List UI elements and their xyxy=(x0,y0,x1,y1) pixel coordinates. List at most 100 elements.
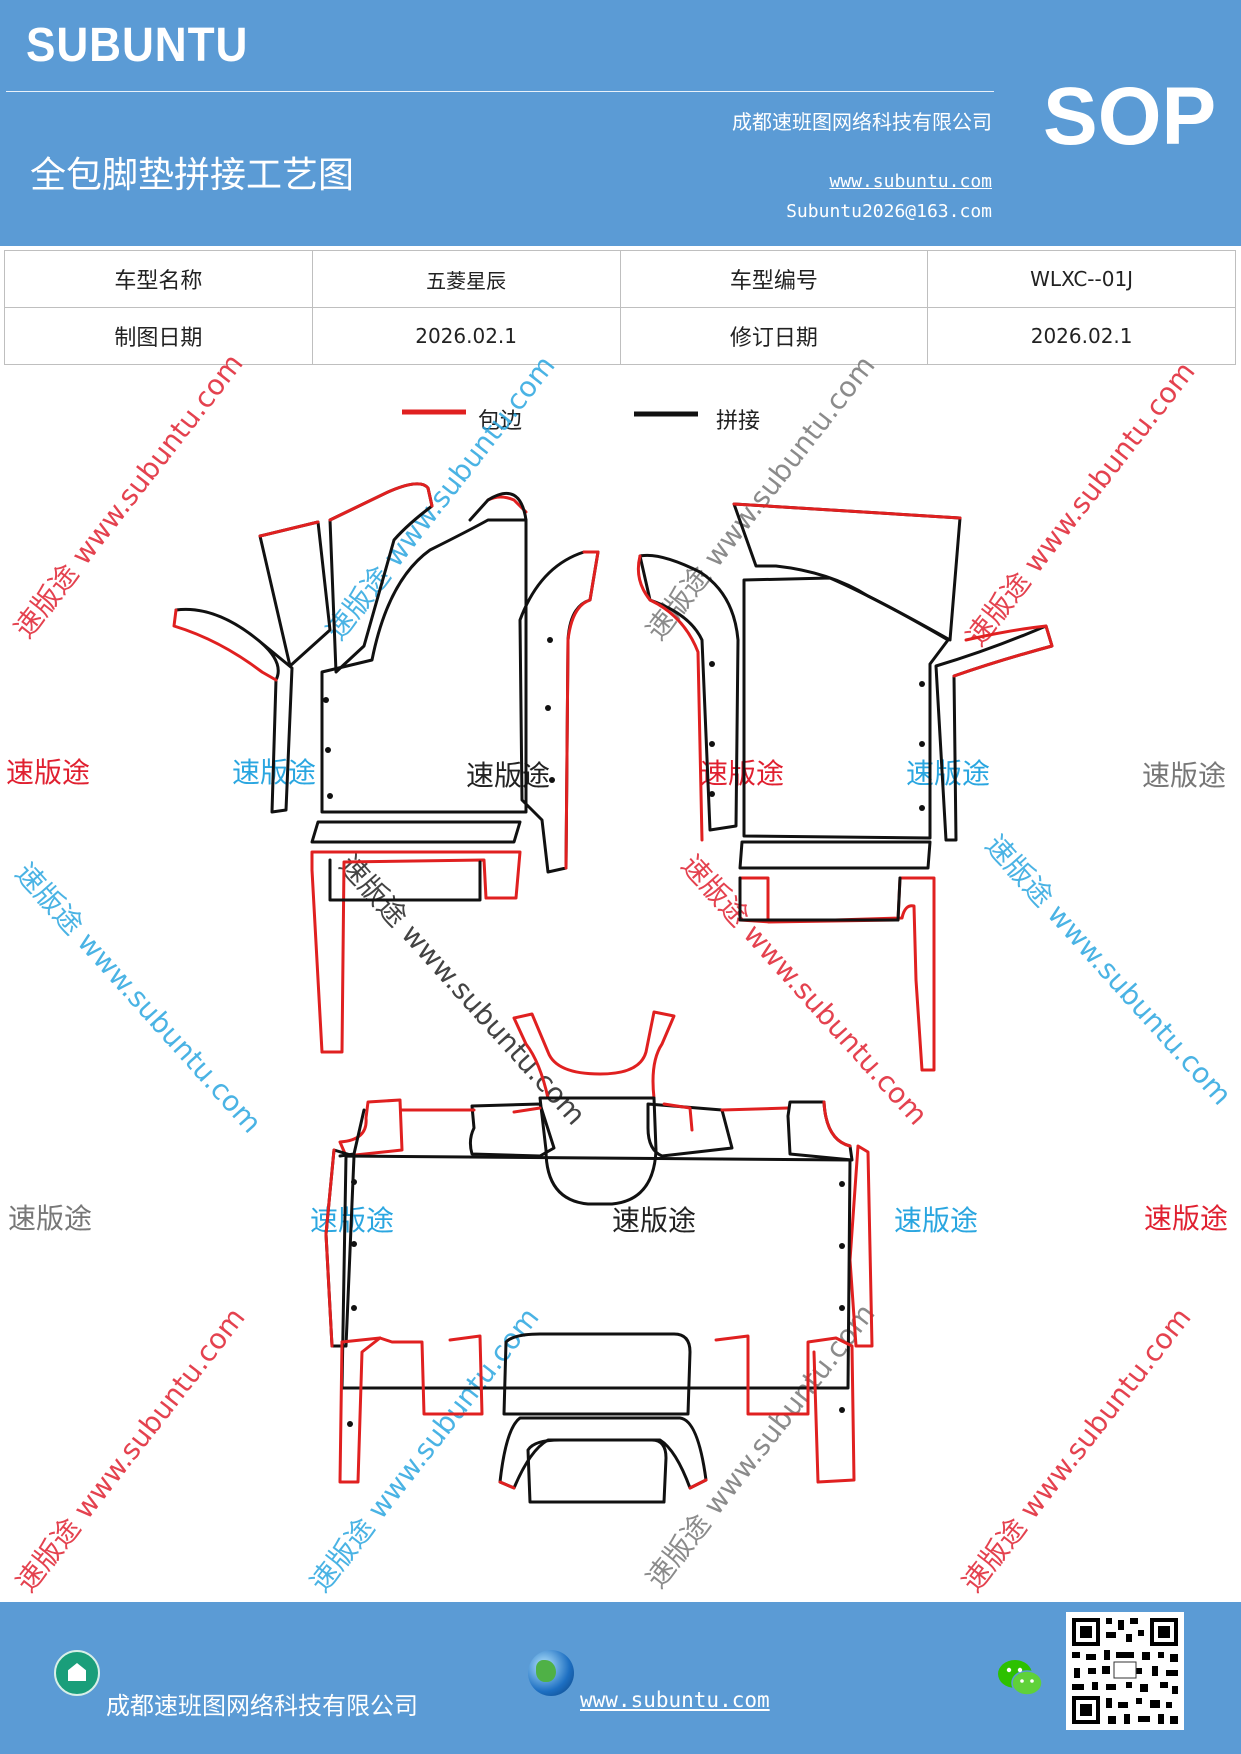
mat-piece xyxy=(646,1102,734,1158)
mat-piece xyxy=(512,1010,676,1100)
mat-piece xyxy=(526,1438,668,1504)
watermark-diagonal: 速版途 www.subuntu.com xyxy=(640,349,882,646)
mat-piece xyxy=(172,608,278,682)
legend-black-label: 拼接 xyxy=(716,409,760,434)
watermark-diagonal: 速版途 www.subuntu.com xyxy=(10,1301,252,1598)
watermark-diagonal: 速版途 www.subuntu.com xyxy=(8,347,250,644)
label-revise-date: 修订日期 xyxy=(619,307,929,365)
passenger-mat-group xyxy=(636,502,1054,1072)
table-row: 制图日期 2026.02.1 修订日期 2026.02.1 xyxy=(4,307,1236,365)
label-draw-date: 制图日期 xyxy=(4,307,313,365)
label-model-code: 车型编号 xyxy=(619,250,929,308)
floor-mat-diagram: 包边 拼接 速版途 www.subuntu.com 速版途 www.subunt… xyxy=(6,347,1239,1598)
mat-piece xyxy=(786,1100,854,1162)
watermark-word: 速版途 xyxy=(700,757,784,790)
mat-piece xyxy=(258,520,320,538)
fastener-dots xyxy=(323,637,925,1427)
fastener-dot xyxy=(327,793,333,799)
mat-piece xyxy=(328,482,434,522)
fastener-dot xyxy=(545,705,551,711)
value-model-name: 五菱星辰 xyxy=(311,250,621,308)
watermark-word: 速版途 xyxy=(612,1204,696,1237)
footer-website-link[interactable]: www.subuntu.com xyxy=(580,1688,770,1712)
watermark-word: 速版途 xyxy=(1144,1202,1228,1235)
mat-piece xyxy=(742,576,950,840)
fastener-dot xyxy=(351,1179,357,1185)
qr-code xyxy=(1066,1612,1184,1730)
fastener-dot xyxy=(919,805,925,811)
watermark-diagonal-layer: 速版途 www.subuntu.com 速版途 www.subuntu.com … xyxy=(8,347,1239,1598)
mat-piece xyxy=(258,520,332,668)
mat-piece xyxy=(822,1100,852,1148)
mat-piece xyxy=(952,624,1054,678)
mat-piece xyxy=(738,840,932,870)
mat-piece xyxy=(934,624,1054,842)
wechat-icon[interactable] xyxy=(996,1656,1044,1700)
fastener-dot xyxy=(839,1305,845,1311)
fastener-dot xyxy=(839,1243,845,1249)
mat-piece xyxy=(738,876,902,922)
fastener-dot xyxy=(325,747,331,753)
mat-piece xyxy=(732,502,962,642)
mat-piece xyxy=(324,1148,336,1348)
value-model-code: WLXC--01J xyxy=(927,250,1236,308)
mat-piece xyxy=(338,1098,404,1158)
fastener-dot xyxy=(919,741,925,747)
mat-pieces xyxy=(172,482,1054,1504)
mat-piece xyxy=(498,1478,708,1490)
fastener-dot xyxy=(709,741,715,747)
watermark-diagonal: 速版途 www.subuntu.com xyxy=(9,857,268,1140)
watermark-diagonal: 速版途 www.subuntu.com xyxy=(960,355,1202,652)
website-link[interactable]: www.subuntu.com xyxy=(829,171,992,192)
mat-piece xyxy=(564,550,600,870)
mat-piece xyxy=(732,502,962,520)
fastener-dot xyxy=(323,697,329,703)
watermark-diagonal: 速版途 www.subuntu.com xyxy=(979,829,1238,1112)
mat-piece xyxy=(498,1416,708,1490)
label-model-name: 车型名称 xyxy=(4,250,313,308)
watermark-word: 速版途 xyxy=(466,759,550,792)
home-icon[interactable] xyxy=(54,1650,100,1696)
mat-piece xyxy=(468,491,528,522)
mat-piece xyxy=(320,518,528,814)
fastener-dot xyxy=(347,1421,353,1427)
mat-piece xyxy=(848,1144,874,1348)
watermark-word: 速版途 xyxy=(906,757,990,790)
watermark-word: 速版途 xyxy=(6,756,90,789)
legend: 包边 拼接 xyxy=(402,409,760,434)
fastener-dot xyxy=(351,1305,357,1311)
mat-piece xyxy=(538,1096,658,1206)
watermark-diagonal: 速版途 www.subuntu.com xyxy=(333,849,592,1132)
footer-company-name: 成都速班图网络科技有限公司 xyxy=(106,1692,418,1720)
mat-piece xyxy=(340,1334,484,1416)
mat-piece xyxy=(662,1102,790,1132)
rear-mat-group xyxy=(324,1010,874,1504)
mat-piece xyxy=(400,1106,542,1114)
watermark-word-layer: 速版途 速版途 速版途 速版途 速版途 速版途 速版途 速版途 速版途 速版途 … xyxy=(6,756,1228,1237)
watermark-diagonal: 速版途 www.subuntu.com xyxy=(675,849,934,1132)
value-draw-date: 2026.02.1 xyxy=(311,307,621,365)
fastener-dot xyxy=(709,791,715,797)
mat-piece xyxy=(636,554,704,842)
legend-red-label: 包边 xyxy=(478,409,522,434)
mat-piece xyxy=(338,1336,382,1484)
fastener-dot xyxy=(351,1241,357,1247)
driver-mat-group xyxy=(172,482,600,1054)
fastener-dot xyxy=(709,661,715,667)
globe-icon[interactable] xyxy=(528,1650,574,1696)
watermark-word: 速版途 xyxy=(894,1204,978,1237)
watermark-diagonal: 速版途 www.subuntu.com xyxy=(956,1301,1198,1598)
fastener-dot xyxy=(839,1407,845,1413)
value-revise-date: 2026.02.1 xyxy=(927,307,1236,365)
mat-piece xyxy=(328,858,482,902)
mat-piece xyxy=(310,820,522,844)
mat-piece xyxy=(714,1334,856,1484)
table-row: 车型名称 五菱星辰 车型编号 WLXC--01J xyxy=(4,250,1236,308)
watermark-word: 速版途 xyxy=(8,1202,92,1235)
mat-piece xyxy=(502,1332,692,1416)
document-title: 全包脚垫拼接工艺图 xyxy=(30,155,355,196)
fastener-dot xyxy=(547,637,553,643)
mat-piece xyxy=(310,850,522,1054)
footer-bar: 成都速班图网络科技有限公司 www.subuntu.com xyxy=(0,1602,1241,1754)
fastener-dot xyxy=(549,777,555,783)
